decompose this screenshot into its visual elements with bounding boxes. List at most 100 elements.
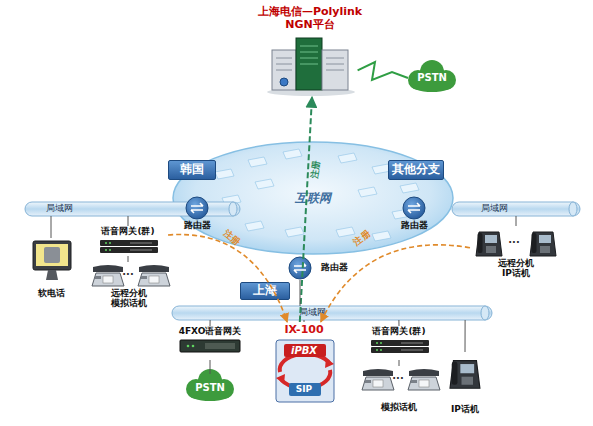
- ipbx-swirl-head: [325, 358, 334, 368]
- connector-line: [128, 256, 129, 262]
- gateway-ports: [205, 343, 235, 349]
- node-text: PSTN: [408, 72, 456, 84]
- analog-phone: [92, 265, 124, 286]
- node-text: 其他分支: [389, 163, 443, 177]
- network-tile: [400, 183, 419, 193]
- node-text: 互联网: [278, 192, 348, 206]
- node-text: 局域网: [474, 203, 514, 213]
- ipbx-device: [276, 340, 334, 402]
- ellipsis-mark: ...: [503, 234, 525, 245]
- analog-phone: [362, 369, 394, 390]
- sip-band: [289, 383, 321, 396]
- router-symbol: [186, 197, 208, 219]
- node-text: 远程分机 IP话机: [493, 258, 539, 279]
- node-text: 路由器: [395, 220, 433, 230]
- server-tower: [296, 38, 322, 90]
- node-text: 模拟话机: [355, 402, 443, 412]
- server-slots: [276, 58, 292, 70]
- network-tile: [338, 153, 357, 163]
- node-text: IP话机: [443, 404, 487, 414]
- connector-line: [465, 320, 466, 352]
- node-text: iPBX: [284, 345, 324, 357]
- router-symbol: [403, 197, 425, 219]
- ellipsis-mark: ...: [117, 266, 139, 277]
- network-tile: [285, 227, 304, 237]
- connector-line: [304, 320, 305, 322]
- connector-line: [128, 216, 129, 226]
- pstn-cloud: PSTN: [180, 374, 240, 400]
- connector-line: [358, 62, 408, 80]
- lan-tube-end: [569, 202, 577, 216]
- ipbx-swirl-head: [276, 374, 285, 384]
- node-text: 局域网: [39, 203, 79, 213]
- network-tile: [336, 227, 355, 237]
- analog-phone: [138, 265, 170, 286]
- internet-cloud-shape: [173, 142, 453, 254]
- node-text: 4FXO语音网关: [165, 326, 255, 336]
- node-text: PSTN: [180, 382, 240, 394]
- fxo-gateway-device: [180, 340, 240, 352]
- gateway-led: [187, 345, 190, 348]
- lan-segment: 局域网: [172, 306, 492, 320]
- ipbx-band: [284, 344, 326, 357]
- platform-title: 上海电信—Polylink NGN平台: [240, 2, 380, 97]
- region-tag: 上海: [240, 282, 290, 300]
- lan-tube-end: [229, 202, 237, 216]
- node-text: 远程分机 模拟话机: [106, 288, 152, 309]
- connector-line: [51, 216, 52, 238]
- node-text: 上海电信—Polylink NGN平台: [256, 6, 364, 31]
- ip-phone: [530, 232, 556, 256]
- voice-gateway: 语音网关(群): [355, 326, 443, 360]
- server-tower: [322, 50, 348, 90]
- gateway-unit: [371, 340, 429, 346]
- node-text: SIP: [289, 384, 319, 394]
- connector-line: [398, 320, 399, 326]
- monitor-screen: [36, 244, 68, 266]
- network-tile: [215, 169, 234, 179]
- server-slots: [300, 46, 318, 64]
- connector-line: [399, 360, 400, 366]
- network-tile: [358, 187, 377, 197]
- router-node: 路由器: [178, 196, 216, 236]
- server-slots: [326, 58, 344, 70]
- connector-line: [300, 97, 312, 322]
- gateway-unit: [100, 247, 158, 253]
- node-text: 路由器: [312, 262, 356, 272]
- node-text: 韩国: [169, 163, 215, 177]
- node-text: 语音网关(群): [88, 226, 168, 236]
- connector-line: [516, 216, 517, 226]
- node-text: 路由器: [178, 220, 216, 230]
- region-tag: 韩国: [168, 160, 216, 180]
- ip-phone: [476, 232, 502, 256]
- lan-tube: [452, 202, 580, 216]
- voice-gateway: 语音网关(群): [88, 226, 168, 256]
- router-symbol: [289, 257, 311, 279]
- gateway-led: [192, 345, 195, 348]
- router-node: 路由器: [288, 256, 360, 280]
- lan-tube-end: [481, 306, 489, 320]
- analog-phone: [408, 369, 440, 390]
- node-text: 上海: [241, 284, 289, 298]
- network-tile: [248, 157, 267, 167]
- internet-cloud: 互联网: [173, 140, 453, 256]
- gateway-unit: [100, 240, 158, 246]
- node-text: 语音网关(群): [355, 326, 443, 336]
- pstn-cloud: PSTN: [408, 64, 456, 92]
- region-tag: 其他分支: [388, 160, 444, 180]
- connector-line: [321, 245, 470, 322]
- connector-line: [168, 235, 287, 322]
- ip-phone-node: IP话机: [443, 352, 487, 418]
- softphone-image: [44, 247, 60, 263]
- network-tile: [283, 149, 302, 159]
- network-tile: [255, 179, 274, 189]
- ellipsis-mark: ...: [387, 370, 409, 381]
- ip-phone: [450, 361, 480, 389]
- network-tile: [245, 221, 264, 231]
- globe-icon: [280, 78, 288, 86]
- server-tower: [272, 50, 296, 90]
- connector-line: [210, 320, 211, 326]
- gateway-unit: [371, 347, 429, 353]
- monitor-stand: [46, 270, 58, 280]
- lan-segment: 局域网: [452, 202, 580, 216]
